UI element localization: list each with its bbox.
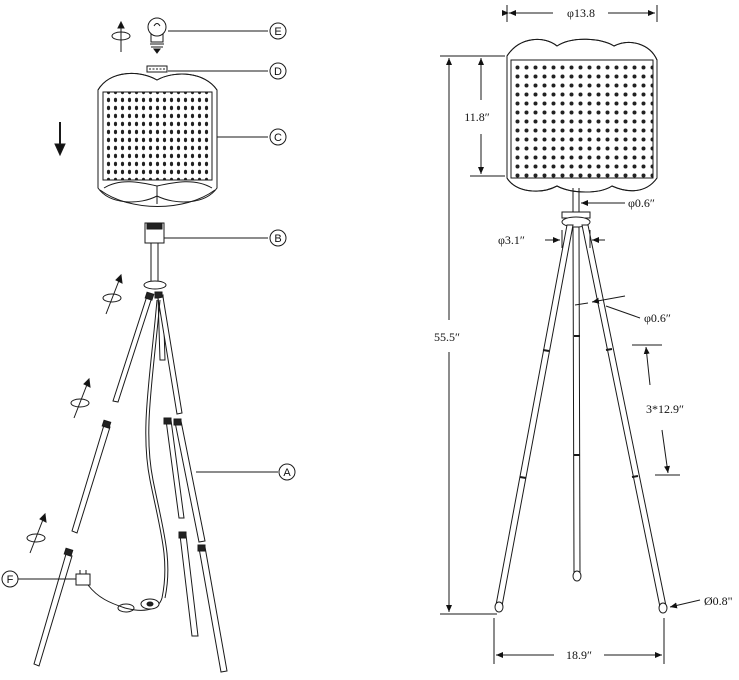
power-cord bbox=[75, 299, 169, 613]
down-arrow-icon bbox=[54, 122, 66, 157]
hub-diameter-label: φ3.1″ bbox=[498, 233, 525, 247]
socket-assembly bbox=[143, 222, 167, 290]
total-height-label: 55.5″ bbox=[434, 330, 460, 344]
dim-base-span bbox=[493, 618, 665, 664]
dimension-view: φ13.8 11.8″ 55.5″ φ0.6″ bbox=[434, 5, 733, 664]
rotate-arrow-icon bbox=[102, 273, 123, 315]
stem-diameter-label: φ0.6″ bbox=[628, 196, 655, 210]
callout-d: D bbox=[269, 62, 287, 80]
socket-ring bbox=[146, 65, 168, 73]
svg-text:E: E bbox=[274, 26, 281, 38]
svg-text:F: F bbox=[7, 574, 14, 586]
dim-hub-diameter bbox=[545, 230, 605, 248]
callout-c: C bbox=[269, 128, 287, 146]
assembled-legs bbox=[494, 224, 668, 614]
segment-length-label: 3*12.9″ bbox=[646, 402, 684, 416]
callout-f: F bbox=[1, 570, 19, 588]
svg-text:D: D bbox=[274, 66, 282, 78]
light-bulb-icon bbox=[147, 17, 167, 54]
svg-text:A: A bbox=[283, 467, 291, 479]
dim-shade-diameter bbox=[502, 5, 658, 22]
lamp-shade bbox=[97, 72, 218, 207]
rotate-icon bbox=[111, 20, 131, 52]
dim-segment-length bbox=[632, 344, 680, 476]
base-span-label: 18.9″ bbox=[566, 648, 592, 662]
leg-segments bbox=[33, 291, 228, 673]
shade-height-label: 11.8″ bbox=[464, 110, 490, 124]
foot-diameter-label: Ø0.8" bbox=[704, 594, 733, 608]
exploded-view: E D C B A F bbox=[1, 17, 296, 673]
callout-e: E bbox=[269, 22, 287, 40]
callout-a: A bbox=[278, 463, 296, 481]
leg-diameter-label: φ0.6″ bbox=[644, 311, 671, 325]
shade-diameter-label: φ13.8 bbox=[567, 6, 595, 20]
dim-leg-diameter bbox=[574, 295, 641, 319]
svg-text:B: B bbox=[274, 233, 281, 245]
dim-foot-diameter bbox=[669, 599, 701, 609]
rotate-arrow-icon bbox=[70, 377, 91, 419]
assembled-shade bbox=[506, 38, 658, 193]
callout-b: B bbox=[269, 229, 287, 247]
dim-total-height bbox=[440, 55, 505, 615]
rotate-arrow-icon bbox=[26, 512, 47, 554]
svg-text:C: C bbox=[274, 132, 282, 144]
